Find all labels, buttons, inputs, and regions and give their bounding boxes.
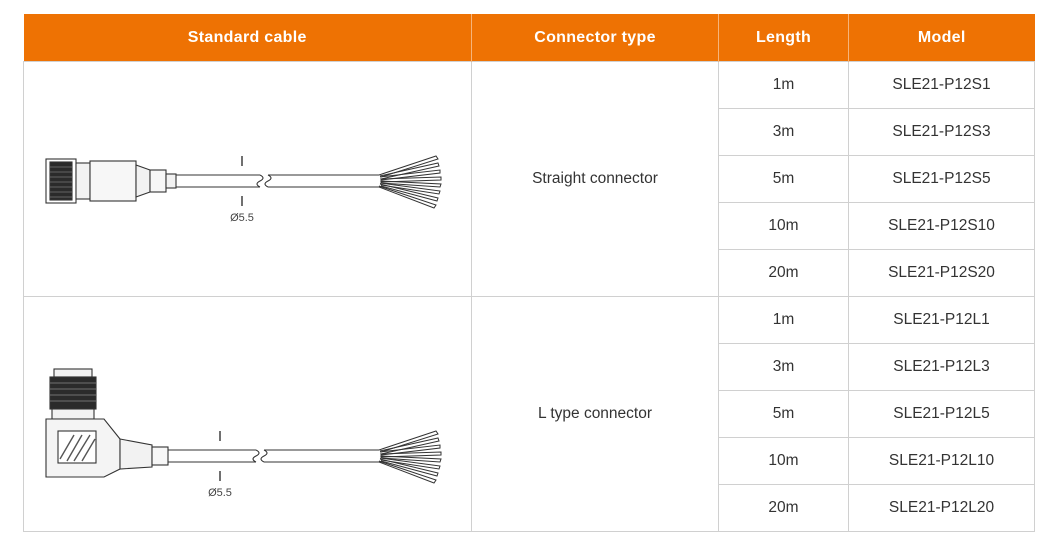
header-row: Standard cable Connector type Length Mod…: [23, 14, 1035, 62]
table-row: 5m SLE21-P12S5: [24, 155, 1035, 203]
table-row: 10m SLE21-P12S10: [24, 202, 1035, 250]
model-cell: SLE21-P12S20: [848, 249, 1035, 297]
header-standard-cable: Standard cable: [23, 14, 472, 62]
table-row: 10m SLE21-P12L10: [24, 437, 1035, 485]
model-cell: SLE21-P12S3: [848, 108, 1035, 156]
length-cell: 10m: [718, 202, 849, 250]
length-cell: 3m: [718, 343, 849, 391]
straight-cable-diagram: Ø5.5: [45, 155, 442, 224]
header-connector-type: Connector type: [471, 14, 719, 62]
table-row: 20m SLE21-P12L20: [24, 484, 1035, 532]
table-row: Ø5.5 L type connector 1m SLE21-P12L1: [23, 296, 1035, 532]
model-cell: SLE21-P12L1: [848, 296, 1035, 344]
length-cell: 1m: [718, 296, 849, 344]
model-cell: SLE21-P12L20: [848, 484, 1035, 532]
model-cell: SLE21-P12S1: [848, 61, 1035, 109]
table-row: 5m SLE21-P12L5: [24, 390, 1035, 438]
cable-spec-table: Standard cable Connector type Length Mod…: [23, 14, 1035, 532]
header-model: Model: [848, 14, 1035, 62]
model-cell: SLE21-P12L10: [848, 437, 1035, 485]
length-cell: 10m: [718, 437, 849, 485]
model-cell: SLE21-P12S10: [848, 202, 1035, 250]
connector-type-straight: Straight connector: [471, 61, 719, 297]
model-cell: SLE21-P12L5: [848, 390, 1035, 438]
table-row: Ø5.5 Straight connector 1m SLE21-P12S1: [23, 61, 1035, 297]
length-cell: 3m: [718, 108, 849, 156]
model-cell: SLE21-P12L3: [848, 343, 1035, 391]
l-type-cable-drawing-cell: Ø5.5: [23, 296, 472, 532]
diameter-label: Ø5.5: [208, 487, 232, 499]
length-cell: 5m: [718, 390, 849, 438]
length-cell: 5m: [718, 155, 849, 203]
connector-type-l: L type connector: [471, 296, 719, 532]
straight-cable-drawing-cell: Ø5.5: [23, 61, 472, 297]
length-cell: 1m: [718, 61, 849, 109]
model-cell: SLE21-P12S5: [848, 155, 1035, 203]
header-length: Length: [718, 14, 849, 62]
length-cell: 20m: [718, 249, 849, 297]
table-row: 3m SLE21-P12L3: [24, 343, 1035, 391]
table-row: 3m SLE21-P12S3: [24, 108, 1035, 156]
length-cell: 20m: [718, 484, 849, 532]
l-type-cable-diagram: Ø5.5: [45, 368, 442, 499]
diameter-label: Ø5.5: [230, 212, 254, 224]
